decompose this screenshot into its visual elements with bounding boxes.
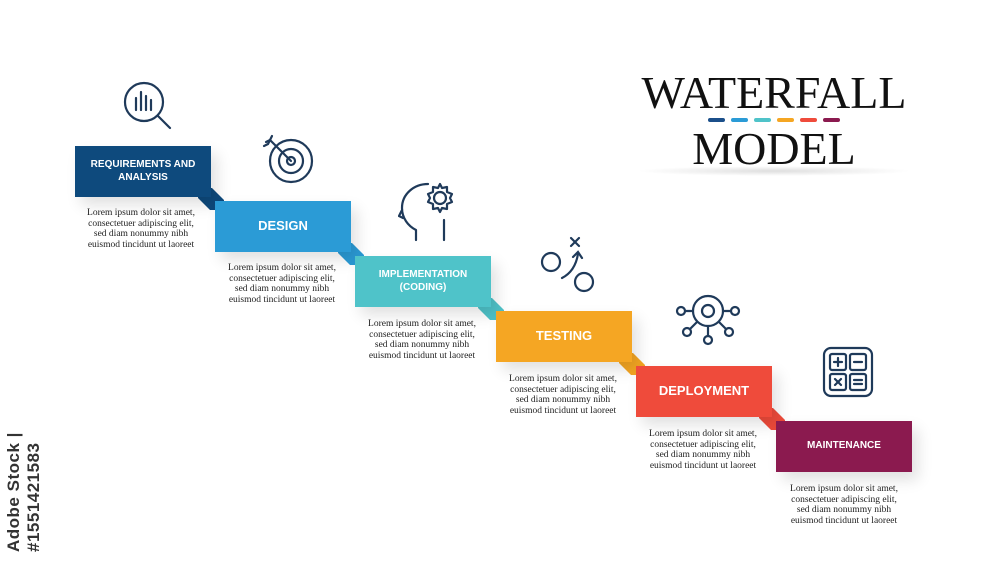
desc-line: consectetuer adipiscing elit, <box>88 218 194 229</box>
step-label: DEPLOYMENT <box>658 383 750 399</box>
desc-line: Lorem ipsum dolor sit amet, <box>790 484 898 494</box>
desc-line: euismod tincidunt ut laoreet <box>790 515 898 526</box>
desc-line: consectetuer adipiscing elit, <box>369 329 475 340</box>
desc-line: sed diam nonummy nibh <box>796 505 892 515</box>
stock-watermark: Adobe Stock | #1551421583 <box>4 432 43 552</box>
step-label: DESIGN <box>258 218 308 234</box>
step-label-box: TESTING <box>496 311 632 362</box>
desc-line: consectetuer adipiscing elit, <box>510 384 616 395</box>
desc-line: euismod tincidunt ut laoreet <box>509 405 617 416</box>
desc-line: Lorem ipsum dolor sit amet, <box>228 263 336 273</box>
step-label-box: IMPLEMENTATION (CODING) <box>355 256 491 307</box>
title-dash <box>800 118 817 122</box>
title-shadow <box>636 166 912 176</box>
step-description: Lorem ipsum dolor sit amet, consectetuer… <box>628 429 778 471</box>
desc-line: sed diam nonummy nibh <box>93 229 189 239</box>
desc-line: euismod tincidunt ut laoreet <box>87 239 195 250</box>
desc-line: sed diam nonummy nibh <box>234 284 330 294</box>
desc-line: euismod tincidunt ut laoreet <box>368 350 476 361</box>
title-dash <box>754 118 771 122</box>
title-line1: WATERFALL <box>641 67 907 118</box>
desc-line: euismod tincidunt ut laoreet <box>649 460 757 471</box>
title-dash <box>708 118 725 122</box>
title-dash <box>731 118 748 122</box>
step-label-box: MAINTENANCE <box>776 421 912 472</box>
desc-line: euismod tincidunt ut laoreet <box>228 294 336 305</box>
step-description: Lorem ipsum dolor sit amet, consectetuer… <box>488 374 638 416</box>
title-line2: MODEL <box>692 123 856 174</box>
step-description: Lorem ipsum dolor sit amet, consectetuer… <box>769 484 919 526</box>
magnifier-chart-icon <box>122 80 174 132</box>
network-hub-icon <box>675 292 741 346</box>
desc-line: consectetuer adipiscing elit, <box>791 494 897 505</box>
target-arrow-icon <box>262 134 316 186</box>
step-description: Lorem ipsum dolor sit amet, consectetuer… <box>207 263 357 305</box>
strategy-play-icon <box>540 236 598 294</box>
step-description: Lorem ipsum dolor sit amet, consectetuer… <box>347 319 497 361</box>
step-label: IMPLEMENTATION (CODING) <box>378 269 468 293</box>
step-label-box: DESIGN <box>215 201 351 252</box>
desc-line: Lorem ipsum dolor sit amet, <box>87 208 195 218</box>
step-label: REQUIREMENTS AND ANALYSIS <box>90 159 196 183</box>
desc-line: Lorem ipsum dolor sit amet, <box>509 374 617 384</box>
desc-line: sed diam nonummy nibh <box>374 340 470 350</box>
desc-line: sed diam nonummy nibh <box>515 395 611 405</box>
desc-line: Lorem ipsum dolor sit amet, <box>368 319 476 329</box>
step-label: TESTING <box>535 328 593 344</box>
desc-line: Lorem ipsum dolor sit amet, <box>649 429 757 439</box>
title-block: WATERFALL MODEL <box>628 66 920 176</box>
head-gear-icon <box>398 180 458 242</box>
step-description: Lorem ipsum dolor sit amet, consectetuer… <box>66 208 216 250</box>
desc-line: consectetuer adipiscing elit, <box>650 439 756 450</box>
desc-line: consectetuer adipiscing elit, <box>229 273 335 284</box>
step-label-box: REQUIREMENTS AND ANALYSIS <box>75 146 211 197</box>
title-dash <box>823 118 840 122</box>
title-dash <box>777 118 794 122</box>
desc-line: sed diam nonummy nibh <box>655 450 751 460</box>
step-label: MAINTENANCE <box>807 440 881 452</box>
step-label-box: DEPLOYMENT <box>636 366 772 417</box>
title-color-dashes <box>708 118 840 122</box>
calculator-icon <box>822 346 874 398</box>
